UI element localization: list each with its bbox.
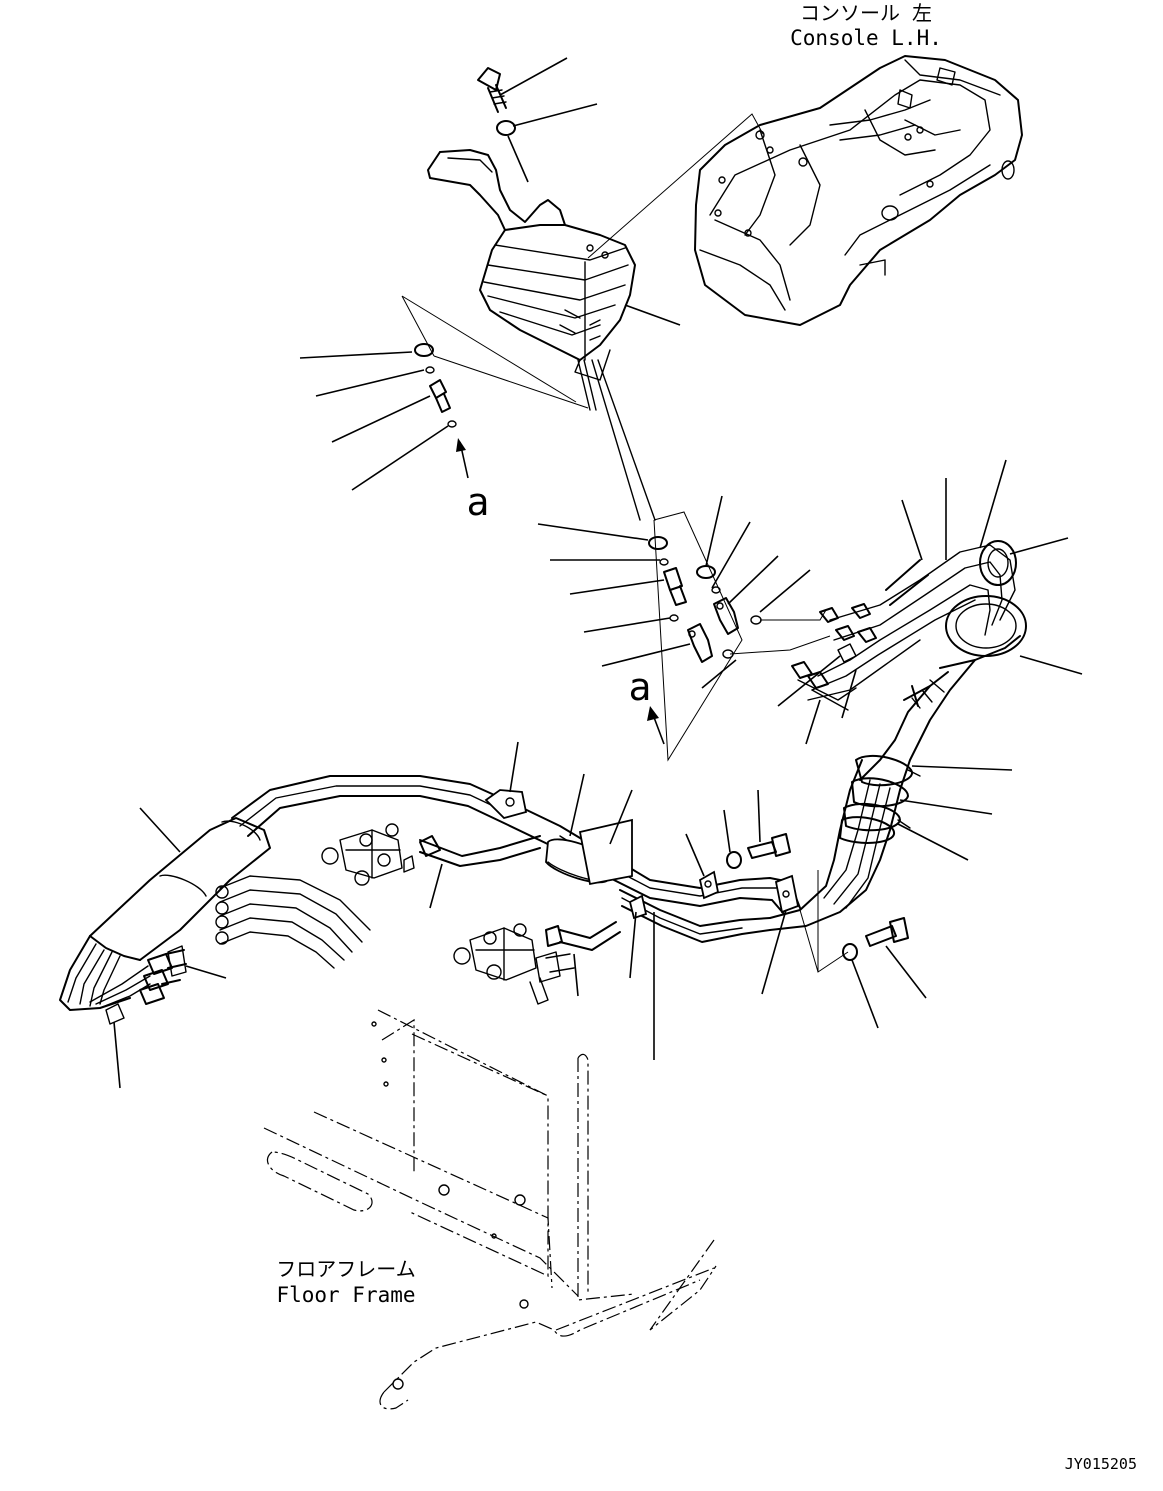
leader-line (113, 1021, 121, 1089)
hose-bundle-icon (59, 817, 271, 1025)
detail-bracket (653, 511, 743, 762)
bolt-icon (477, 67, 507, 113)
leader-line (609, 789, 633, 845)
ref-line (799, 870, 849, 973)
leader-line (723, 809, 731, 853)
leader-line (711, 521, 751, 589)
o-ring-icon (447, 420, 457, 428)
o-ring-icon (696, 565, 716, 579)
ref-line (729, 609, 831, 655)
leader-line (331, 395, 431, 443)
pilot-valve-icon (321, 823, 415, 886)
leader-line (624, 304, 681, 326)
leader-line (573, 953, 579, 997)
leader-line (777, 655, 841, 707)
leader-line (1009, 537, 1069, 555)
washer-icon (496, 120, 516, 136)
pilot-valve-icon (453, 923, 575, 1005)
leader-line (507, 135, 529, 183)
leader-line (899, 799, 993, 815)
leader-line (185, 965, 227, 979)
leader-line (583, 617, 671, 633)
lever-cable (577, 359, 656, 521)
elbow-fitting-icon (713, 597, 739, 635)
leader-line (537, 523, 649, 541)
floor-frame-icon (263, 1009, 717, 1410)
leader-line (761, 909, 787, 995)
leader-line (911, 765, 1013, 771)
bolt-icon (842, 917, 909, 961)
leader-line (979, 459, 1007, 549)
leader-line (897, 823, 969, 861)
hose-bundle-icon (215, 875, 371, 969)
detail-a-upper-label: a (467, 480, 490, 524)
leader-line (629, 911, 637, 979)
leader-line (701, 659, 737, 689)
leader-line (901, 499, 923, 561)
o-ring-icon (750, 615, 762, 625)
clamp-icon (774, 874, 800, 914)
bolt-icon (726, 833, 791, 869)
o-ring-icon (414, 343, 434, 357)
leader-line (805, 699, 821, 745)
o-ring-icon (425, 366, 435, 374)
console-body-icon (694, 55, 1023, 326)
leader-line (299, 351, 413, 359)
floor-frame-label-en: Floor Frame (276, 1283, 415, 1307)
leader-line (757, 789, 761, 843)
o-ring-icon (648, 536, 668, 550)
leader-line (315, 369, 425, 397)
leader-line (1019, 655, 1083, 675)
hose-bundle-icon (791, 540, 1027, 791)
fitting-icon (429, 379, 451, 413)
leader-line (569, 773, 585, 837)
leader-line (512, 103, 598, 127)
leader-line (851, 959, 879, 1029)
leader-line (601, 643, 691, 667)
fitting-icon (663, 567, 687, 606)
leader-line (727, 555, 779, 605)
hose-bundle-icon (769, 755, 921, 931)
console-reference-line (587, 113, 764, 259)
console-label-jp: コンソール 左 (800, 1, 932, 25)
joystick-lever-icon (427, 149, 636, 381)
leader-line (509, 741, 519, 793)
clamp-icon (628, 894, 648, 920)
floor-frame-label-jp: フロアフレーム (276, 1257, 415, 1281)
o-ring-icon (669, 614, 679, 622)
leader-line (685, 833, 705, 877)
o-ring-icon (659, 558, 669, 566)
leader-line (705, 495, 723, 567)
leader-line (885, 945, 927, 999)
detail-a-lower-label: a (629, 665, 652, 709)
leader-line (759, 569, 811, 613)
console-label-en: Console L.H. (790, 26, 942, 50)
clamp-icon (698, 870, 720, 900)
elbow-fitting-icon (687, 623, 713, 663)
leader-line (499, 57, 568, 96)
leader-line (429, 863, 443, 909)
tag-icon (578, 818, 633, 886)
o-ring-icon (711, 586, 721, 594)
leader-line (139, 807, 181, 853)
leader-line (351, 425, 449, 491)
leader-line (569, 579, 665, 595)
detail-bracket (401, 295, 589, 409)
leader-line (841, 669, 857, 719)
drawing-number: JY015205 (1065, 1455, 1137, 1473)
